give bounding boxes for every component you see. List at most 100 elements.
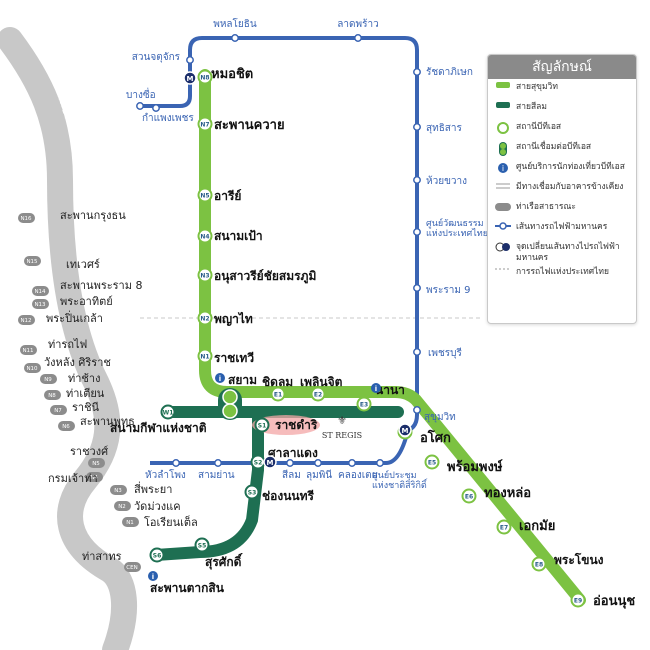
- mrt-station-marker[interactable]: [413, 284, 421, 292]
- pier-marker[interactable]: [122, 517, 139, 527]
- mrt-station[interactable]: สุขุมวิท: [413, 406, 456, 423]
- mrt-station-marker[interactable]: [413, 176, 421, 184]
- pier-marker[interactable]: [18, 213, 35, 223]
- mrt-station[interactable]: สุทธิสาร: [413, 123, 463, 134]
- station-marker[interactable]: [160, 404, 176, 420]
- pier-marker[interactable]: [110, 485, 127, 495]
- mrt-station-marker[interactable]: [172, 459, 180, 467]
- mrt-station[interactable]: รัชดาภิเษก: [413, 67, 473, 78]
- station-marker[interactable]: [310, 386, 326, 402]
- mrt-station-marker[interactable]: [413, 406, 421, 414]
- pier-marker[interactable]: [86, 472, 103, 482]
- mrt-station[interactable]: ห้วยขวาง: [413, 175, 467, 187]
- mrt-station-marker[interactable]: [413, 348, 421, 356]
- station-marker[interactable]: [254, 417, 270, 433]
- station-marker[interactable]: [496, 519, 512, 535]
- station-marker[interactable]: [197, 267, 213, 283]
- station-marker[interactable]: [270, 386, 286, 402]
- pier-marker[interactable]: [40, 374, 57, 384]
- pier-marker[interactable]: [114, 501, 131, 511]
- station-marker[interactable]: [356, 396, 372, 412]
- mrt-station-marker[interactable]: [413, 123, 421, 131]
- mrt-station[interactable]: สวนจตุจักร: [132, 52, 194, 64]
- mrt-station[interactable]: สีลม: [282, 459, 301, 481]
- pier-marker[interactable]: [50, 405, 67, 415]
- station-marker[interactable]: [197, 310, 213, 326]
- pier-marker[interactable]: [20, 345, 37, 355]
- mrt-station[interactable]: ลาดพร้าว: [337, 18, 379, 42]
- pier-marker[interactable]: [58, 421, 75, 431]
- mrt-station-marker[interactable]: [286, 459, 294, 467]
- station-marker[interactable]: [197, 116, 213, 132]
- pier-marker[interactable]: [32, 299, 49, 309]
- station-marker[interactable]: [531, 556, 547, 572]
- station-marker[interactable]: [570, 592, 586, 608]
- station-marker[interactable]: [194, 537, 210, 553]
- station-marker[interactable]: [149, 547, 165, 563]
- mrt-station-marker[interactable]: [376, 459, 384, 467]
- station-s5[interactable]: S5สุรศักดิ์: [194, 537, 244, 571]
- mrt-station[interactable]: บางซื่อ: [126, 87, 156, 110]
- mrt-station-marker[interactable]: [413, 228, 421, 236]
- pier-marker[interactable]: [88, 458, 105, 468]
- station-marker[interactable]: [197, 228, 213, 244]
- mrt-station-marker[interactable]: [354, 34, 362, 42]
- station-marker[interactable]: [197, 187, 213, 203]
- mrt-station[interactable]: สามย่าน: [198, 459, 235, 481]
- station-marker[interactable]: [244, 484, 260, 500]
- station-marker[interactable]: [424, 454, 440, 470]
- pier-marker[interactable]: [124, 562, 141, 572]
- mrt-station[interactable]: กำแพงเพชร: [142, 104, 194, 124]
- pier-marker[interactable]: [24, 256, 41, 266]
- mrt-station[interactable]: ศูนย์ประชุมแห่งชาติสิริกิติ์: [372, 459, 428, 491]
- pier-marker[interactable]: [24, 363, 41, 373]
- station-marker[interactable]: [461, 488, 477, 504]
- station-marker[interactable]: [197, 69, 213, 85]
- mrt-station-marker[interactable]: [186, 56, 194, 64]
- mrt-station-marker[interactable]: [314, 459, 322, 467]
- mrt-station-marker[interactable]: [214, 459, 222, 467]
- mrt-station[interactable]: คลองเตย: [338, 459, 377, 481]
- mrt-station-marker[interactable]: [348, 459, 356, 467]
- mrt-station-marker[interactable]: [152, 104, 160, 112]
- mrt-station[interactable]: เพชรบุรี: [413, 347, 463, 359]
- mrt-station[interactable]: หัวลำโพง: [145, 459, 186, 481]
- pier-marker[interactable]: [44, 390, 61, 400]
- mrt-station[interactable]: พหลโยธิน: [213, 17, 257, 42]
- station-e1[interactable]: E1ชิดลม: [262, 375, 293, 402]
- mrt-station[interactable]: พระราม 9: [413, 284, 471, 296]
- mrt-station-marker[interactable]: [413, 68, 421, 76]
- mrt-station-marker[interactable]: [231, 34, 239, 42]
- mrt-station[interactable]: ลุมพินี: [306, 459, 332, 481]
